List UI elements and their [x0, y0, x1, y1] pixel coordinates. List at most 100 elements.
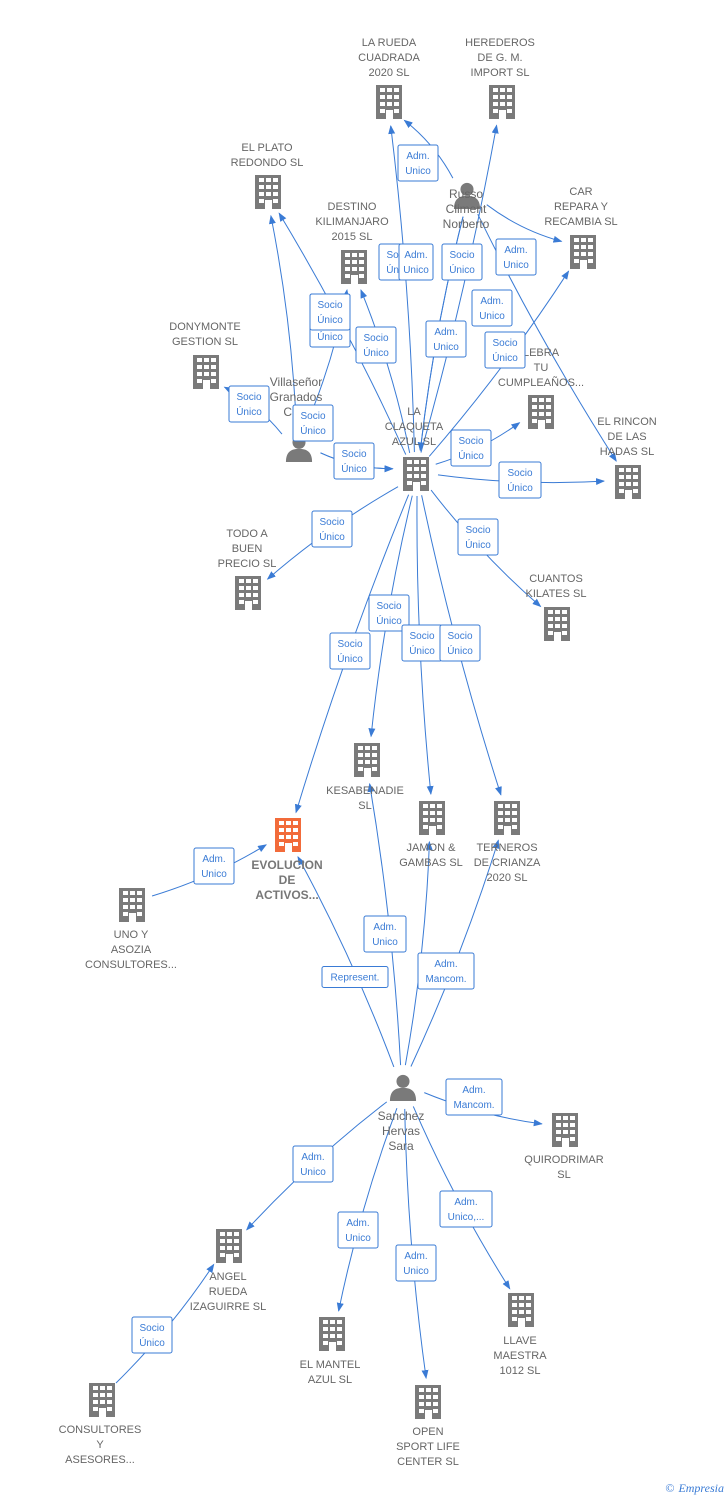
- company-node-celebra[interactable]: LEBRATUCUMPLEAÑOS...: [498, 347, 584, 429]
- building-icon: [319, 1317, 345, 1351]
- relation-label-text: Socio: [465, 525, 490, 536]
- relation-label-box: [311, 510, 353, 548]
- node-label-consultores: ASESORES...: [65, 1454, 135, 1466]
- relation-label-text: Socio: [447, 631, 472, 642]
- node-label-herederos: HEREDEROS: [465, 37, 535, 49]
- relation-label-box: [498, 461, 542, 499]
- relation-label-text: Unico: [479, 311, 505, 322]
- brand-logo[interactable]: Empresia: [678, 1481, 724, 1495]
- relation-label-text: Unico: [433, 342, 459, 353]
- relation-label-text: Adm.: [434, 959, 457, 970]
- company-node-jamon[interactable]: JAMON &GAMBAS SL: [399, 801, 463, 869]
- relation-label[interactable]: Adm.Unico: [425, 320, 467, 358]
- relation-label[interactable]: Adm.Unico: [397, 144, 439, 182]
- building-icon: [275, 818, 301, 852]
- node-label-destino: 2015 SL: [332, 231, 373, 243]
- relation-label-box: [395, 1244, 437, 1282]
- relation-label[interactable]: Adm.Unico: [395, 1244, 437, 1282]
- relation-label-text: Unico: [345, 1233, 371, 1244]
- relation-label[interactable]: Adm.Unico: [292, 1145, 334, 1183]
- relation-label[interactable]: Represent.: [321, 966, 389, 988]
- relation-label-text: Único: [236, 405, 262, 418]
- node-label-angel: RUEDA: [209, 1286, 248, 1298]
- footer: ©Empresia: [665, 1481, 724, 1496]
- relation-label-text: Socio: [317, 300, 342, 311]
- relation-label[interactable]: Adm.Unico: [471, 289, 513, 327]
- relation-label-text: Mancom.: [453, 1100, 494, 1111]
- node-label-todo: BUEN: [232, 543, 263, 555]
- copyright-icon: ©: [665, 1481, 675, 1495]
- relation-label[interactable]: Adm.Unico: [193, 847, 235, 885]
- relation-label[interactable]: Adm.Unico: [398, 243, 434, 281]
- company-node-consultores[interactable]: CONSULTORESYASESORES...: [59, 1383, 142, 1466]
- relation-label-box: [228, 385, 270, 423]
- relation-label-text: Único: [300, 424, 326, 437]
- node-label-rueda: LA RUEDA: [362, 37, 417, 49]
- building-icon: [508, 1293, 534, 1327]
- relation-label[interactable]: Adm.Unico,...: [439, 1190, 493, 1228]
- relation-label[interactable]: Adm.Unico: [337, 1211, 379, 1249]
- relation-label[interactable]: Adm.Mancom.: [417, 952, 475, 990]
- relation-label[interactable]: Adm.Mancom.: [445, 1078, 503, 1116]
- relation-label-text: Socio: [363, 333, 388, 344]
- relation-label-text: Único: [409, 644, 435, 657]
- node-label-llave: LLAVE: [503, 1335, 536, 1347]
- person-icon: [389, 1074, 417, 1101]
- relation-label-text: Único: [317, 330, 343, 343]
- building-icon: [570, 235, 596, 269]
- relation-label-box: [321, 966, 389, 988]
- node-label-terneros: 2020 SL: [487, 872, 528, 884]
- relation-label[interactable]: Adm.Unico: [363, 915, 407, 953]
- building-icon: [489, 85, 515, 119]
- building-icon: [354, 743, 380, 777]
- node-label-plato: REDONDO SL: [231, 157, 304, 169]
- relation-label-text: Unico: [405, 166, 431, 177]
- relation-label-text: Único: [447, 644, 473, 657]
- node-label-rincon: DE LAS: [607, 431, 646, 443]
- relation-label[interactable]: Adm.Unico: [495, 238, 537, 276]
- relation-label-text: Socio: [337, 639, 362, 650]
- node-label-terneros: TERNEROS: [476, 842, 537, 854]
- relation-label-text: Único: [341, 462, 367, 475]
- company-node-uno[interactable]: UNO YASOZIACONSULTORES...: [85, 888, 177, 971]
- node-label-jamon: GAMBAS SL: [399, 857, 463, 869]
- building-icon: [376, 85, 402, 119]
- node-label-mantel: EL MANTEL: [300, 1359, 361, 1371]
- company-node-evolucion[interactable]: EVOLUCIONDEACTIVOS...: [251, 818, 323, 902]
